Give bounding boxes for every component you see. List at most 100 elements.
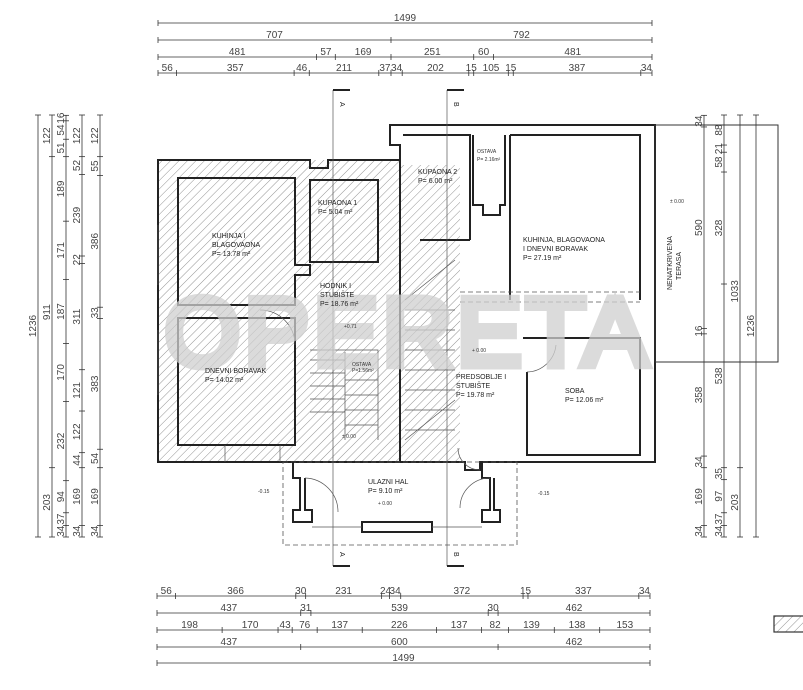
dimension-label: 33 <box>90 307 101 319</box>
room-terasa-name: NENATKRIVENA <box>667 236 674 290</box>
dimension-label: 170 <box>242 620 259 631</box>
dimension-label: 24 <box>380 586 392 597</box>
level-marker: ± 0.00 <box>670 199 684 205</box>
dimension-label: 31 <box>300 603 312 614</box>
dimension-label: 239 <box>72 206 83 223</box>
room-kuhinja-right-name: KUHINJA, BLAGOVAONA <box>523 237 605 244</box>
dimension-label: 137 <box>331 620 348 631</box>
section-lines: A A B B <box>332 89 464 567</box>
dimension-label: 34 <box>714 525 725 537</box>
dimension-label: 34 <box>90 525 101 537</box>
room-labels: KUHINJA I BLAGOVAONA P= 13.78 m² KUPAONA… <box>205 149 683 495</box>
dimension-label: 1499 <box>392 653 415 664</box>
dimension-label: 1499 <box>394 13 417 24</box>
room-kupaona1-name: KUPAONA 1 <box>318 200 357 207</box>
dimension-label: 171 <box>56 242 67 259</box>
dimension-label: 122 <box>42 127 53 144</box>
dimension-label: 462 <box>566 603 583 614</box>
dimension-label: 51 <box>56 142 67 154</box>
dimension-label: 203 <box>42 494 53 511</box>
dimension-label: 15 <box>520 586 532 597</box>
room-hodnik-area: P= 18.76 m² <box>320 301 359 308</box>
dimension-label: 122 <box>72 423 83 440</box>
dimension-label: 189 <box>56 180 67 197</box>
dimension-label: 328 <box>714 219 725 236</box>
dimension-label: 137 <box>451 620 468 631</box>
room-ostava-right-name: OSTAVA <box>477 149 497 155</box>
dimension-label: 366 <box>227 586 244 597</box>
dimension-label: 58 <box>714 156 725 168</box>
dimension-label: 358 <box>694 386 705 403</box>
room-terasa-name2: TERASA <box>676 252 683 280</box>
hatch-legend <box>773 615 803 633</box>
room-kupaona2-name: KUPAONA 2 <box>418 169 457 176</box>
dimension-label: 232 <box>56 432 67 449</box>
dimension-label: 34 <box>641 63 653 74</box>
entrance-area <box>282 461 518 546</box>
level-marker: -0.15 <box>538 491 550 497</box>
room-ulazni-area: P= 9.10 m² <box>368 488 403 495</box>
room-kuhinja-left-area: P= 13.78 m² <box>212 251 251 258</box>
dimension-label: 231 <box>335 586 352 597</box>
room-kupaona2-area: P= 6.00 m² <box>418 178 453 185</box>
room-ulazni-name: ULAZNI HAL <box>368 479 409 486</box>
dimension-label: 34 <box>391 63 403 74</box>
dimension-label: 226 <box>391 620 408 631</box>
dimension-label: 122 <box>72 127 83 144</box>
dimension-label: 22 <box>72 254 83 266</box>
dimension-label: 481 <box>229 47 246 58</box>
room-predsoblje-area: P= 19.78 m² <box>456 392 495 399</box>
dimension-label: 15 <box>466 63 478 74</box>
dimension-label: 76 <box>299 620 311 631</box>
dimension-label: 139 <box>523 620 540 631</box>
dimension-label: 52 <box>72 160 83 172</box>
dimension-label: 169 <box>355 47 372 58</box>
dimension-label: 60 <box>478 47 490 58</box>
dimension-label: 198 <box>181 620 198 631</box>
dimension-label: 37 <box>714 513 725 525</box>
dimension-label: 707 <box>266 30 283 41</box>
dimension-label: 30 <box>295 586 307 597</box>
room-dnevni-area: P= 14.02 m² <box>205 377 244 384</box>
right-wing-walls <box>389 124 779 471</box>
dimension-label: 437 <box>221 637 238 648</box>
room-hodnik-name2: STUBIŠTE <box>320 290 355 299</box>
dimension-label: 153 <box>616 620 633 631</box>
dimension-label: 462 <box>566 637 583 648</box>
room-kupaona1-area: P= 5.04 m² <box>318 209 353 216</box>
dimension-label: 56 <box>161 586 173 597</box>
room-ostava-left-area: P=1.56m² <box>352 368 374 374</box>
dimension-label: 481 <box>564 47 581 58</box>
dimension-label: 57 <box>320 47 332 58</box>
dimension-label: 34 <box>72 525 83 537</box>
level-marker: + 0.00 <box>472 348 486 354</box>
dimension-label: 37 <box>379 63 391 74</box>
dimension-label: 82 <box>490 620 502 631</box>
dimension-label: 34 <box>694 115 705 127</box>
dimension-label: 169 <box>72 488 83 505</box>
dimension-label: 1033 <box>730 280 741 303</box>
dimension-label: 211 <box>336 63 352 74</box>
dimension-label: 94 <box>56 491 67 503</box>
dimension-label: 43 <box>280 620 292 631</box>
dimension-label: 34 <box>694 525 705 537</box>
dimension-label: 30 <box>488 603 500 614</box>
dimension-label: 386 <box>90 233 101 250</box>
dimension-label: 54 <box>56 124 67 136</box>
dimension-label: 539 <box>391 603 408 614</box>
dimension-label: 34 <box>639 586 651 597</box>
dimension-label: 105 <box>483 63 500 74</box>
dimension-label: 34 <box>56 525 67 537</box>
dimension-label: 437 <box>221 603 238 614</box>
level-marker: +0.71 <box>344 324 357 330</box>
watermark: OPERETA <box>165 279 655 386</box>
hatched-left-wing <box>158 160 400 462</box>
level-markers: ± 0.00 -0.15 + 0.00 -0.15 + 0.00 ± 0.00 … <box>258 199 684 507</box>
room-kuhinja-right-name2: I DNEVNI BORAVAK <box>523 246 588 253</box>
dimension-label: 1236 <box>28 314 39 337</box>
room-ostava-right-area: P= 2.16m² <box>477 157 501 163</box>
dimension-label: 203 <box>730 494 741 511</box>
section-a-top: A <box>338 102 345 107</box>
dimension-label: 383 <box>90 375 101 392</box>
section-b-bottom: B <box>452 552 459 557</box>
